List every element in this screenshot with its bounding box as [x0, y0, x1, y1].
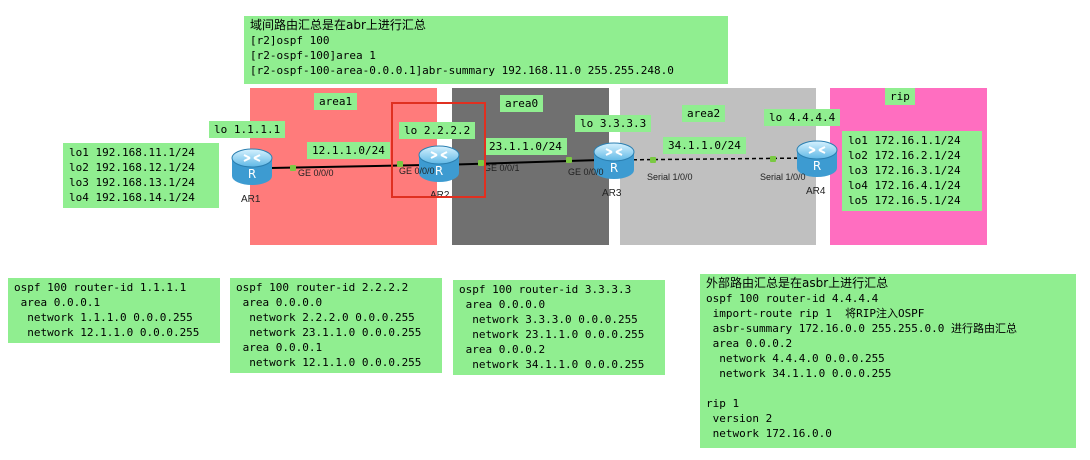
config-line: asbr-summary 172.16.0.0 255.255.0.0 进行路由… [706, 322, 1018, 335]
svg-text:R: R [813, 159, 821, 173]
ar1-loopback-item: lo1 192.168.11.1/24 [69, 146, 195, 159]
port-dot [290, 165, 296, 171]
ar1-loopback-item: lo3 192.168.13.1/24 [69, 176, 195, 189]
config-line: version 2 [706, 412, 773, 425]
config-line: network 34.1.1.0 0.0.0.255 [459, 358, 645, 371]
ar4-loopback-item: lo4 172.16.4.1/24 [848, 179, 961, 192]
config-line: ospf 100 router-id 2.2.2.2 [236, 281, 409, 294]
area1-label: area1 [314, 93, 358, 110]
ar2-loopback-label: lo 2.2.2.2 [399, 122, 476, 139]
interface-label: Serial 1/0/0 [760, 172, 806, 182]
config-line: network 23.1.1.0 0.0.0.255 [236, 326, 422, 339]
note-line: [r2]ospf 100 [250, 34, 330, 47]
router-name: AR1 [241, 194, 261, 205]
ar3-loopback-label: lo 3.3.3.3 [575, 115, 652, 132]
port-dot [478, 160, 484, 166]
ar4-loopback-item: lo3 172.16.3.1/24 [848, 164, 961, 177]
svg-text:R: R [248, 167, 256, 181]
area0-label: area0 [500, 95, 544, 112]
svg-text:R: R [435, 164, 443, 178]
router-name: AR4 [806, 186, 826, 197]
link-34-label: 34.1.1.0/24 [663, 137, 746, 154]
link-23-label: 23.1.1.0/24 [484, 138, 567, 155]
config-line [706, 381, 1070, 396]
ar1-loopback-item: lo4 192.168.14.1/24 [69, 191, 195, 204]
config-line: area 0.0.0.2 [459, 343, 546, 356]
config-line: area 0.0.0.0 [459, 298, 546, 311]
config-line: ospf 100 router-id 3.3.3.3 [459, 283, 632, 296]
ar2-config: ospf 100 router-id 2.2.2.2 area 0.0.0.0 … [230, 278, 442, 373]
rip-label: rip [885, 88, 915, 105]
router-icon[interactable]: R [415, 141, 463, 187]
interface-label: GE 0/0/0 [568, 167, 604, 177]
ar1-loopback-item: lo2 192.168.12.1/24 [69, 161, 195, 174]
ar4-loopback-item: lo1 172.16.1.1/24 [848, 134, 961, 147]
config-line: area 0.0.0.1 [236, 341, 323, 354]
router-icon[interactable]: R [228, 144, 276, 190]
ar4-config: 外部路由汇总是在asbr上进行汇总 ospf 100 router-id 4.4… [700, 274, 1076, 448]
link-ar2-ar3 [439, 159, 601, 166]
router-icon[interactable]: R [590, 138, 638, 184]
config-line: network 12.1.1.0 0.0.0.255 [236, 356, 422, 369]
config-line: network 1.1.1.0 0.0.0.255 [14, 311, 193, 324]
link-ar3-ar4 [611, 157, 811, 161]
ar1-loopback-label: lo 1.1.1.1 [209, 121, 286, 138]
config-line: area 0.0.0.0 [236, 296, 323, 309]
config-line: network 2.2.2.0 0.0.0.255 [236, 311, 415, 324]
config-line: network 12.1.1.0 0.0.0.255 [14, 326, 200, 339]
ar3-config: ospf 100 router-id 3.3.3.3 area 0.0.0.0 … [453, 280, 665, 375]
link-12-label: 12.1.1.0/24 [307, 142, 390, 159]
ar2-highlight-frame [391, 102, 486, 198]
router-icon[interactable]: R [793, 136, 841, 182]
port-dot [770, 156, 776, 162]
ar4-loopback-item: lo5 172.16.5.1/24 [848, 194, 961, 207]
config-line: area 0.0.0.2 [706, 337, 793, 350]
config-line: area 0.0.0.1 [14, 296, 101, 309]
router-name: AR3 [602, 188, 622, 199]
ar4-loopback-item: lo2 172.16.2.1/24 [848, 149, 961, 162]
config-line: network 3.3.3.0 0.0.0.255 [459, 313, 638, 326]
ar4-loopback-label: lo 4.4.4.4 [764, 109, 841, 126]
note-abr-summary: 域间路由汇总是在abr上进行汇总 [r2]ospf 100 [r2-ospf-1… [244, 16, 728, 84]
interface-label: GE 0/0/1 [484, 163, 520, 173]
svg-text:R: R [610, 161, 618, 175]
ar1-loopback-list: lo1 192.168.11.1/24 lo2 192.168.12.1/24 … [63, 143, 219, 208]
interface-label: Serial 1/0/0 [647, 172, 693, 182]
note-line: [r2-ospf-100-area-0.0.0.1]abr-summary 19… [250, 64, 674, 77]
area0-zone [452, 88, 609, 245]
port-dot [397, 161, 403, 167]
area2-label: area2 [682, 105, 726, 122]
config-line: network 4.4.4.0 0.0.0.255 [706, 352, 885, 365]
config-line: network 23.1.1.0 0.0.0.255 [459, 328, 645, 341]
config-line: ospf 100 router-id 4.4.4.4 [706, 292, 879, 305]
config-line: rip 1 [706, 397, 740, 410]
router-name: AR2 [430, 190, 450, 201]
config-line: ospf 100 router-id 1.1.1.1 [14, 281, 187, 294]
config-line: network 34.1.1.0 0.0.0.255 [706, 367, 892, 380]
config-line: network 172.16.0.0 [706, 427, 832, 440]
note-line: [r2-ospf-100]area 1 [250, 49, 376, 62]
config-line: import-route rip 1 将RIP注入OSPF [706, 307, 925, 320]
ar4-loopback-list: lo1 172.16.1.1/24 lo2 172.16.2.1/24 lo3 … [842, 131, 982, 211]
port-dot [566, 157, 572, 163]
interface-label: GE 0/0/0 [399, 166, 435, 176]
ar1-config: ospf 100 router-id 1.1.1.1 area 0.0.0.1 … [8, 278, 220, 343]
config-line-title: 外部路由汇总是在asbr上进行汇总 [706, 276, 889, 290]
interface-label: GE 0/0/0 [298, 168, 334, 178]
port-dot [650, 157, 656, 163]
note-line-title: 域间路由汇总是在abr上进行汇总 [250, 18, 426, 32]
